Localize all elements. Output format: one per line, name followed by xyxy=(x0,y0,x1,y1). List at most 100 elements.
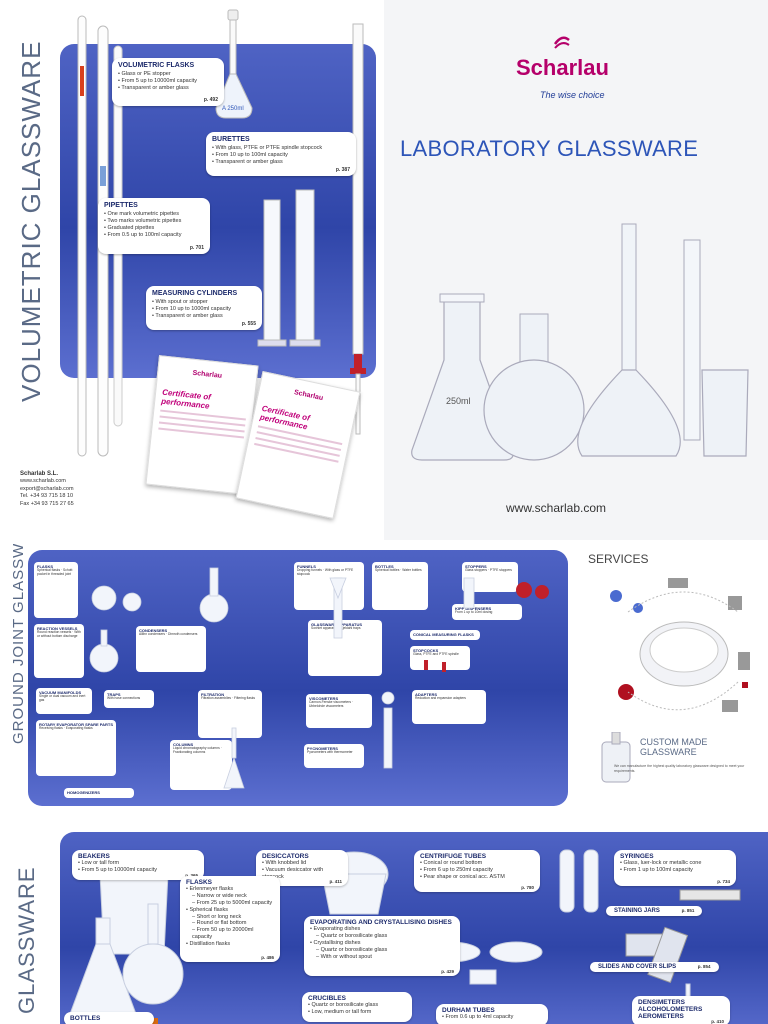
gj-section: ADAPTERS Reduction and expansion adapter… xyxy=(412,690,486,724)
desiccators-item: With knobbed lid xyxy=(262,860,342,867)
gj-section-text: Reduction and expansion adapters xyxy=(415,696,466,700)
measuring-cylinders-page: p. 555 xyxy=(241,321,256,327)
brand-name: Scharlau xyxy=(516,55,609,80)
flasks-box: FLASKS Erlenmeyer flasks Narrow or wide … xyxy=(180,876,280,962)
gj-section: CONDENSERS Allihn condensers · Dimroth c… xyxy=(136,626,206,672)
gj-section-title: VACUUM MANIFOLDS xyxy=(39,690,82,695)
cover-flask-label: 250ml xyxy=(446,396,471,406)
staining-jars-label: STAINING JARS xyxy=(614,908,660,914)
contact-block: Scharlab S.L. www.scharlab.com export@sc… xyxy=(20,470,74,508)
centrifuge-tubes-item: Pear shape or conical acc. ASTM xyxy=(420,874,534,881)
burettes-item: From 10 up to 100ml capacity xyxy=(212,152,350,159)
gj-section-text: From 1 up to 10ml dosing xyxy=(455,610,493,614)
dishes-box: EVAPORATING AND CRYSTALLISING DISHES Eva… xyxy=(304,916,460,976)
gj-section-title: KIPP DISPENSERS xyxy=(455,606,492,611)
ground-joint-panel: GROUND JOINT GLASSWARE FLASKS Spherical … xyxy=(0,544,768,812)
burettes-box: BURETTES With glass, PTFE or PTFE spindl… xyxy=(206,132,356,176)
syringes-page: p. 734 xyxy=(717,879,730,884)
volumetric-flasks-title: VOLUMETRIC FLASKS xyxy=(118,62,195,69)
gj-section-text: Spherical bottles · Water bottles xyxy=(375,568,422,572)
burettes-item: Transparent or amber glass xyxy=(212,159,350,166)
gj-section-text: With hose connections xyxy=(107,696,141,700)
volumetric-flasks-item: Transparent or amber glass xyxy=(118,85,218,92)
gj-section-title: VISCOMETERS xyxy=(309,696,339,701)
measuring-cylinders-item: Transparent or amber glass xyxy=(152,313,256,320)
company-web[interactable]: www.scharlab.com xyxy=(20,478,66,485)
beakers-title: BEAKERS xyxy=(78,853,110,860)
beakers-item: Low or tall form xyxy=(78,860,198,867)
gj-section: PYCNOMETERS Pycnometers with thermometer xyxy=(304,744,364,768)
burette-drawing xyxy=(350,23,366,435)
flasks-subitem: From 50 up to 20000ml capacity xyxy=(186,927,274,941)
gj-section: VACUUM MANIFOLDS Single or dual vacuum a… xyxy=(36,688,92,714)
dishes-subitem: With or without spout xyxy=(310,954,454,961)
dishes-subitem: Quartz or borosilicate glass xyxy=(310,947,454,954)
services-cycle-illustration xyxy=(610,578,750,712)
gj-section: FUNNELS Dropping funnels · With glass or… xyxy=(294,562,364,610)
custom-reactor-illustration xyxy=(601,732,631,783)
measuring-cylinders-item: With spout or stopper xyxy=(152,299,256,306)
durham-tubes-item: From 0.6 up to 4ml capacity xyxy=(442,1014,542,1021)
measuring-cylinders-item: From 10 up to 1000ml capacity xyxy=(152,306,256,313)
flasks-subitem: From 25 up to 5000ml capacity xyxy=(186,900,274,907)
custom-glassware-title: CUSTOM MADE GLASSWARE xyxy=(640,737,707,758)
gj-section-title: CONDENSERS xyxy=(139,628,168,633)
measuring-cylinder-drawings xyxy=(257,189,321,347)
gj-section: CONICAL MEASURING FLASKS xyxy=(410,630,480,640)
flasks-subitem: Round or flat bottom xyxy=(186,920,274,927)
gj-section-title: REACTION VESSELS xyxy=(37,626,78,631)
syringes-item: From 1 up to 100ml capacity xyxy=(620,867,730,874)
volumetric-panel: VOLUMETRIC GLASSWARE A 250ml VOLUMETRIC … xyxy=(0,0,384,540)
cover-glassware-illustration: 250ml xyxy=(411,223,749,461)
beakers-box: BEAKERS Low or tall form From 5 up to 10… xyxy=(72,850,204,880)
pipettes-page: p. 701 xyxy=(189,245,204,251)
company-name: Scharlab S.L. xyxy=(20,471,59,477)
desiccators-title: DESICCATORS xyxy=(262,853,309,860)
gj-section-title: FLASKS xyxy=(37,564,53,569)
gj-section: ROTARY EVAPORATOR SPARE PARTS Receiving … xyxy=(36,720,116,776)
beakers-page: p. 365 xyxy=(185,873,198,878)
gj-section-text: Spherical flasks · Schott pocket in thre… xyxy=(37,568,73,576)
gj-glassware-drawings xyxy=(89,567,549,789)
gj-section-text: Dropping funnels · With glass or PTFE st… xyxy=(297,568,354,576)
crucibles-box: CRUCIBLES Quartz or borosilicate glass L… xyxy=(302,992,412,1022)
gj-section-text: Allihn condensers · Dimroth condensers xyxy=(139,632,198,636)
company-tel: Tel. +34 93 715 18 10 xyxy=(20,493,74,500)
gj-section-title: PYCNOMETERS xyxy=(307,746,338,751)
crucibles-item: Low, medium or tall form xyxy=(308,1009,406,1016)
certificate-logo: Scharlau xyxy=(192,369,223,380)
flasks-item: Erlenmeyer flasks xyxy=(186,886,274,893)
pipettes-item: From 0.5 up to 100ml capacity xyxy=(104,232,204,239)
gj-section-title: FUNNELS xyxy=(297,564,316,569)
aerometers-title: AEROMETERS xyxy=(638,1013,684,1020)
gj-section-title: STOPPERS xyxy=(465,564,487,569)
slides-page: p. 854 xyxy=(697,964,711,969)
scharlau-logo-icon xyxy=(554,36,571,49)
centrifuge-tubes-title: CENTRIFUGE TUBES xyxy=(420,853,487,860)
durham-tubes-title: DURHAM TUBES xyxy=(442,1007,495,1014)
flasks-title: FLASKS xyxy=(186,879,212,886)
burettes-title: BURETTES xyxy=(212,136,250,143)
beakers-item: From 5 up to 10000ml capacity xyxy=(78,867,198,874)
company-email[interactable]: export@scharlab.com xyxy=(20,485,74,492)
volumetric-flasks-item: From 5 up to 10000ml capacity xyxy=(118,78,218,85)
volumetric-flasks-page: p. 492 xyxy=(203,97,218,103)
gj-section-title: COLUMNS xyxy=(173,742,194,747)
custom-glassware-text: We can manufacture the highest quality l… xyxy=(614,764,745,773)
burettes-item: With glass, PTFE or PTFE spindle stopcoc… xyxy=(212,145,350,152)
flasks-item: Spherical flasks xyxy=(186,907,274,914)
general-glassware-title: GLASSWARE xyxy=(14,866,39,1014)
gj-section-text: Cannon-Fenske viscometers · Ubbelohde vi… xyxy=(309,700,353,708)
cover-url[interactable]: www.scharlab.com xyxy=(506,501,607,515)
flasks-subitem: Short or long neck xyxy=(186,914,274,921)
staining-jars-tag: STAINING JARS p. 851 xyxy=(606,906,703,916)
gj-section-title: CONICAL MEASURING FLASKS xyxy=(413,632,474,637)
bottles-box: BOTTLES xyxy=(64,1012,154,1024)
dishes-item: Crystallising dishes xyxy=(310,940,454,947)
gj-section-title: STOPCOCKS xyxy=(413,648,439,653)
gj-section-text: Round reaction vessels · With or without… xyxy=(37,630,81,638)
gj-section-text: Glass, PTFE and PTFE spindle xyxy=(413,652,459,656)
durham-tubes-box: DURHAM TUBES From 0.6 up to 4ml capacity xyxy=(436,1004,548,1024)
syringes-title: SYRINGES xyxy=(620,853,654,860)
gj-section: FLASKS Spherical flasks · Schott pocket … xyxy=(34,562,78,618)
